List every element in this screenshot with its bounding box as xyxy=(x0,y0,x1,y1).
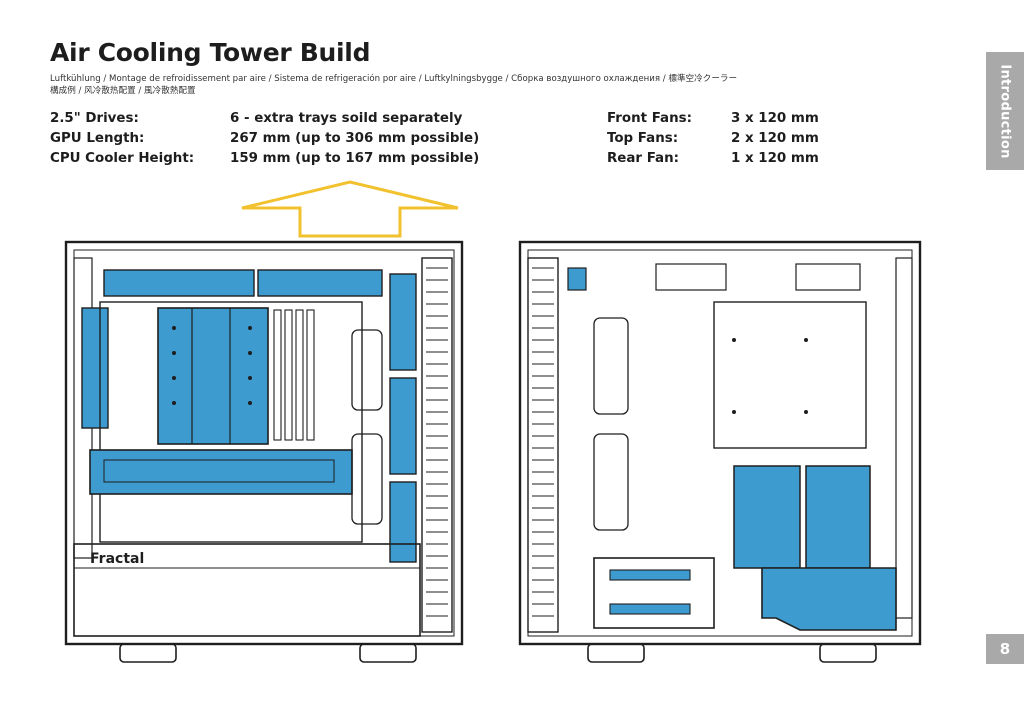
page-title: Air Cooling Tower Build xyxy=(50,38,371,67)
spec-value: 159 mm (up to 167 mm possible) xyxy=(230,151,480,166)
page-number: 8 xyxy=(986,634,1024,664)
spec-row-cpu-cooler-height: CPU Cooler Height: 159 mm (up to 167 mm … xyxy=(50,149,479,169)
case-back-chamber-illustration xyxy=(518,240,922,663)
spec-row-gpu-length: GPU Length: 267 mm (up to 306 mm possibl… xyxy=(50,129,479,149)
spec-value: 2 x 120 mm xyxy=(731,131,819,146)
spec-label: Top Fans: xyxy=(607,131,679,146)
spec-row-rear-fan: Rear Fan: 1 x 120 mm xyxy=(607,149,819,169)
spec-label: Rear Fan: xyxy=(607,151,679,166)
spec-label: CPU Cooler Height: xyxy=(50,151,195,166)
spec-value: 267 mm (up to 306 mm possible) xyxy=(230,131,480,146)
case-main-chamber-illustration: Fractal xyxy=(64,240,464,663)
spec-row-drives: 2.5" Drives: 6 - extra trays soild separ… xyxy=(50,109,479,129)
spec-value: 6 - extra trays soild separately xyxy=(230,111,463,126)
airflow-arrow-icon xyxy=(241,180,459,238)
spec-label: GPU Length: xyxy=(50,131,145,146)
case-brand-logo: Fractal xyxy=(90,551,144,567)
specs-left: 2.5" Drives: 6 - extra trays soild separ… xyxy=(50,109,479,169)
page-subtitle-translations: Luftkühlung / Montage de refroidissement… xyxy=(50,74,738,96)
spec-value: 1 x 120 mm xyxy=(731,151,819,166)
spec-row-top-fans: Top Fans: 2 x 120 mm xyxy=(607,129,819,149)
section-tab-introduction[interactable]: Introduction xyxy=(986,52,1024,170)
specs-right: Front Fans: 3 x 120 mm Top Fans: 2 x 120… xyxy=(607,109,819,169)
spec-label: 2.5" Drives: xyxy=(50,111,139,126)
spec-label: Front Fans: xyxy=(607,111,692,126)
spec-row-front-fans: Front Fans: 3 x 120 mm xyxy=(607,109,819,129)
spec-value: 3 x 120 mm xyxy=(731,111,819,126)
section-tab-label: Introduction xyxy=(997,63,1013,159)
